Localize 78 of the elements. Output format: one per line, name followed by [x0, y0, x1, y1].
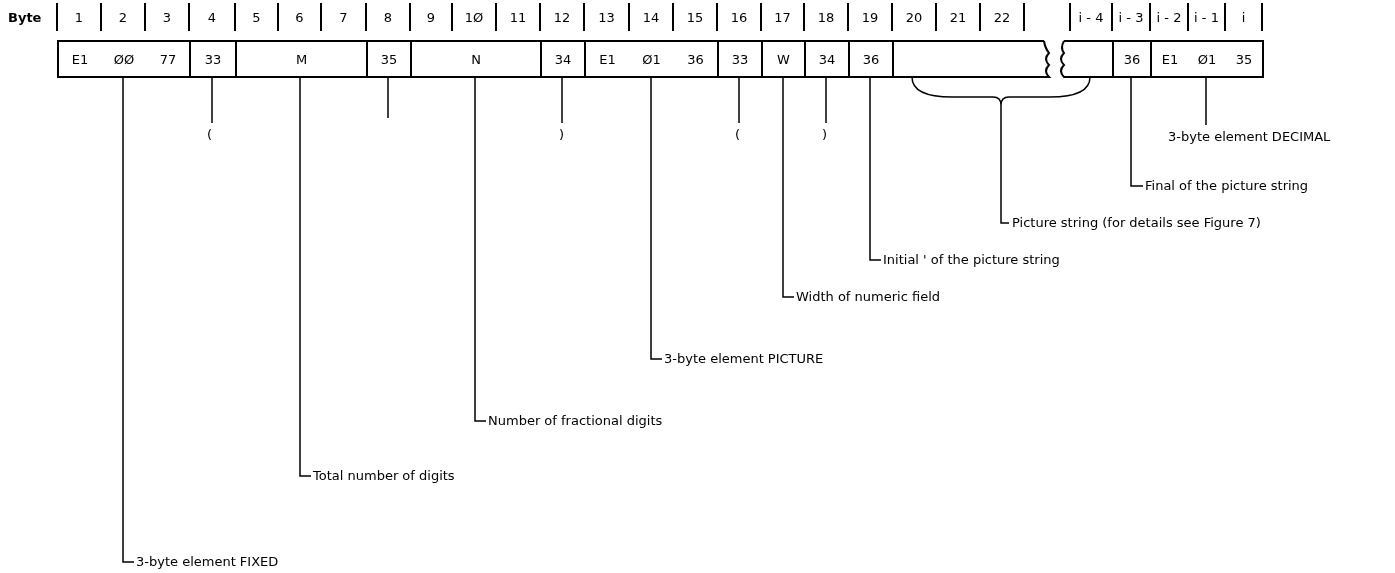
annotation-text: (: [735, 127, 741, 143]
leader-line: [825, 76, 827, 124]
leader-line: [650, 76, 663, 360]
byte-number: 13: [597, 10, 616, 26]
byte-number: 5: [251, 10, 262, 26]
byte-number: i - 3: [1117, 10, 1145, 26]
cell-value: Ø1: [1197, 51, 1217, 67]
byte-number: 4: [206, 10, 218, 26]
leader-line: [211, 76, 213, 124]
byte-number: 12: [552, 10, 572, 26]
cell-value: E1: [599, 51, 616, 67]
annotation-text: Width of numeric field: [796, 289, 940, 305]
byte-cell: 36: [848, 40, 894, 78]
byte-number: 21: [948, 10, 968, 26]
leader-line: [561, 76, 563, 124]
byte-number: 2: [117, 10, 129, 26]
leader-line: [387, 76, 389, 119]
empty-cell: [892, 40, 1050, 78]
leader-line: [869, 76, 882, 261]
byte-cell: W: [761, 40, 806, 78]
byte-number: i - 2: [1155, 10, 1183, 26]
byte-number: 8: [382, 10, 394, 26]
byte-number: 16: [729, 10, 749, 26]
byte-number: 20: [904, 10, 924, 26]
annotation-text: Final of the picture string: [1145, 178, 1309, 194]
byte-cell: M: [235, 40, 368, 78]
byte-cell: N: [410, 40, 542, 78]
cell-value: E1: [71, 51, 89, 67]
byte-number: i: [1240, 10, 1247, 26]
leader-line: [738, 76, 740, 124]
cell-value: 36: [687, 51, 704, 67]
cell-value: 35: [1235, 51, 1253, 67]
byte-group-cell: [1150, 40, 1264, 78]
byte-cell: 33: [189, 40, 237, 78]
leader-line: [1130, 76, 1144, 187]
byte-number: 15: [685, 10, 705, 26]
annotation-text: 3-byte element PICTURE: [664, 351, 824, 367]
byte-cell: 35: [366, 40, 412, 78]
byte-number: 7: [338, 10, 349, 26]
cell-value: Ø1: [642, 51, 661, 67]
leader-line: [782, 76, 795, 298]
empty-cell: [1058, 40, 1114, 78]
leader-line: [299, 76, 312, 477]
cell-value: E1: [1161, 51, 1179, 67]
byte-cell: 34: [804, 40, 850, 78]
annotation-text: (: [207, 127, 213, 143]
annotation-text: Total number of digits: [313, 468, 455, 484]
annotation-text: 3-byte element FIXED: [136, 554, 279, 570]
cell-value: 77: [159, 51, 177, 67]
byte-number: 6: [294, 10, 305, 26]
annotation-text: Initial ' of the picture string: [883, 252, 1060, 268]
annotation-text: ): [822, 127, 828, 143]
byte-group-cell: [584, 40, 719, 78]
byte-number: i - 4: [1077, 10, 1105, 26]
byte-number: 11: [508, 10, 528, 26]
row-label: Byte: [8, 10, 42, 26]
byte-number: 1: [73, 10, 85, 26]
byte-cell: 36: [1112, 40, 1152, 78]
annotation-text: ): [559, 127, 565, 143]
byte-number: 18: [816, 10, 836, 26]
byte-number: 9: [425, 10, 437, 26]
leader-line: [474, 76, 487, 422]
byte-cell: 33: [717, 40, 763, 78]
byte-number: 3: [161, 10, 173, 26]
leader-line: [122, 76, 135, 563]
byte-number: i - 1: [1193, 10, 1220, 26]
byte-number: 1Ø: [463, 10, 485, 26]
annotation-text: Number of fractional digits: [488, 413, 663, 429]
byte-cell: 34: [540, 40, 586, 78]
annotation-text: 3-byte element DECIMAL: [1168, 129, 1331, 145]
byte-number: 14: [641, 10, 661, 26]
byte-number: 17: [773, 10, 792, 26]
byte-number: 22: [992, 10, 1012, 26]
byte-group-cell: [57, 40, 191, 78]
annotation-text: Picture string (for details see Figure 7): [1012, 215, 1261, 231]
byte-number: 19: [860, 10, 880, 26]
cell-value: ØØ: [113, 51, 135, 67]
leader-line: [1205, 76, 1207, 126]
